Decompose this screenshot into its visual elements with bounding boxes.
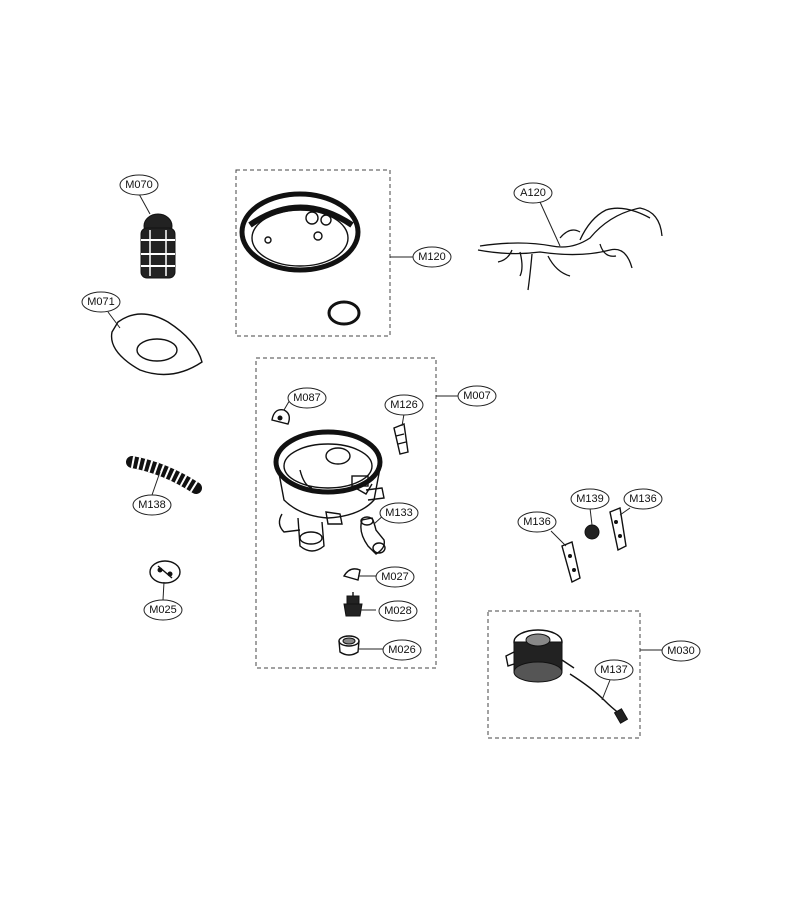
label-m138-text: M138: [138, 499, 166, 511]
label-m137: M137: [594, 659, 634, 681]
label-m070-text: M070: [125, 179, 153, 191]
label-m136-left: M136: [517, 511, 557, 533]
label-m133: M133: [379, 502, 419, 524]
label-a120: A120: [513, 182, 553, 204]
label-m133-text: M133: [385, 507, 413, 519]
label-m026-text: M026: [388, 644, 416, 656]
label-m026: M026: [382, 639, 422, 661]
seal-ring-part: [327, 300, 361, 326]
label-m030: M030: [661, 640, 701, 662]
label-m139: M139: [570, 488, 610, 510]
pump-motor-part: [505, 629, 575, 683]
corrugated-hose-part: [126, 456, 202, 494]
label-m027: M027: [375, 566, 415, 588]
label-m087: M087: [287, 387, 327, 409]
wire-harness-part: [477, 207, 663, 291]
label-m071-text: M071: [87, 296, 115, 308]
label-m071: M071: [81, 291, 121, 313]
label-m136-left-text: M136: [523, 516, 551, 528]
label-m025: M025: [143, 599, 183, 621]
small-clip-part: [271, 409, 291, 425]
bracket-part: [393, 423, 409, 455]
leader-lines: [107, 193, 664, 701]
label-m120-text: M120: [418, 251, 446, 263]
label-m087-text: M087: [293, 392, 321, 404]
label-m007: M007: [457, 385, 497, 407]
label-m070: M070: [119, 174, 159, 196]
label-m007-text: M007: [463, 390, 491, 402]
valve-part: [343, 592, 363, 617]
label-m126: M126: [384, 394, 424, 416]
label-m028-text: M028: [384, 605, 412, 617]
label-m025-text: M025: [149, 604, 177, 616]
elbow-pipe-part: [360, 516, 386, 555]
label-m136-right: M136: [623, 488, 663, 510]
filter-plate-part: [110, 313, 203, 376]
label-m137-text: M137: [600, 664, 628, 676]
label-m136-right-text: M136: [629, 493, 657, 505]
label-m120: M120: [412, 246, 452, 268]
small-disc-part: [149, 560, 181, 584]
small-flap-part: [342, 568, 361, 581]
assembly-box-m120: [235, 169, 391, 337]
label-m027-text: M027: [381, 571, 409, 583]
sump-cover-part: [239, 191, 361, 273]
label-m028: M028: [378, 600, 418, 622]
label-m138: M138: [132, 494, 172, 516]
label-m126-text: M126: [390, 399, 418, 411]
label-m139-text: M139: [576, 493, 604, 505]
label-m030-text: M030: [667, 645, 695, 657]
bracket-left-part: [561, 541, 581, 584]
sump-housing-part: [273, 429, 385, 552]
cable-part: [569, 673, 629, 724]
label-a120-text: A120: [520, 187, 546, 199]
knob-part: [584, 524, 600, 540]
filter-cylinder-part: [140, 213, 176, 279]
cap-part: [338, 635, 360, 656]
bracket-right-part: [609, 507, 627, 552]
